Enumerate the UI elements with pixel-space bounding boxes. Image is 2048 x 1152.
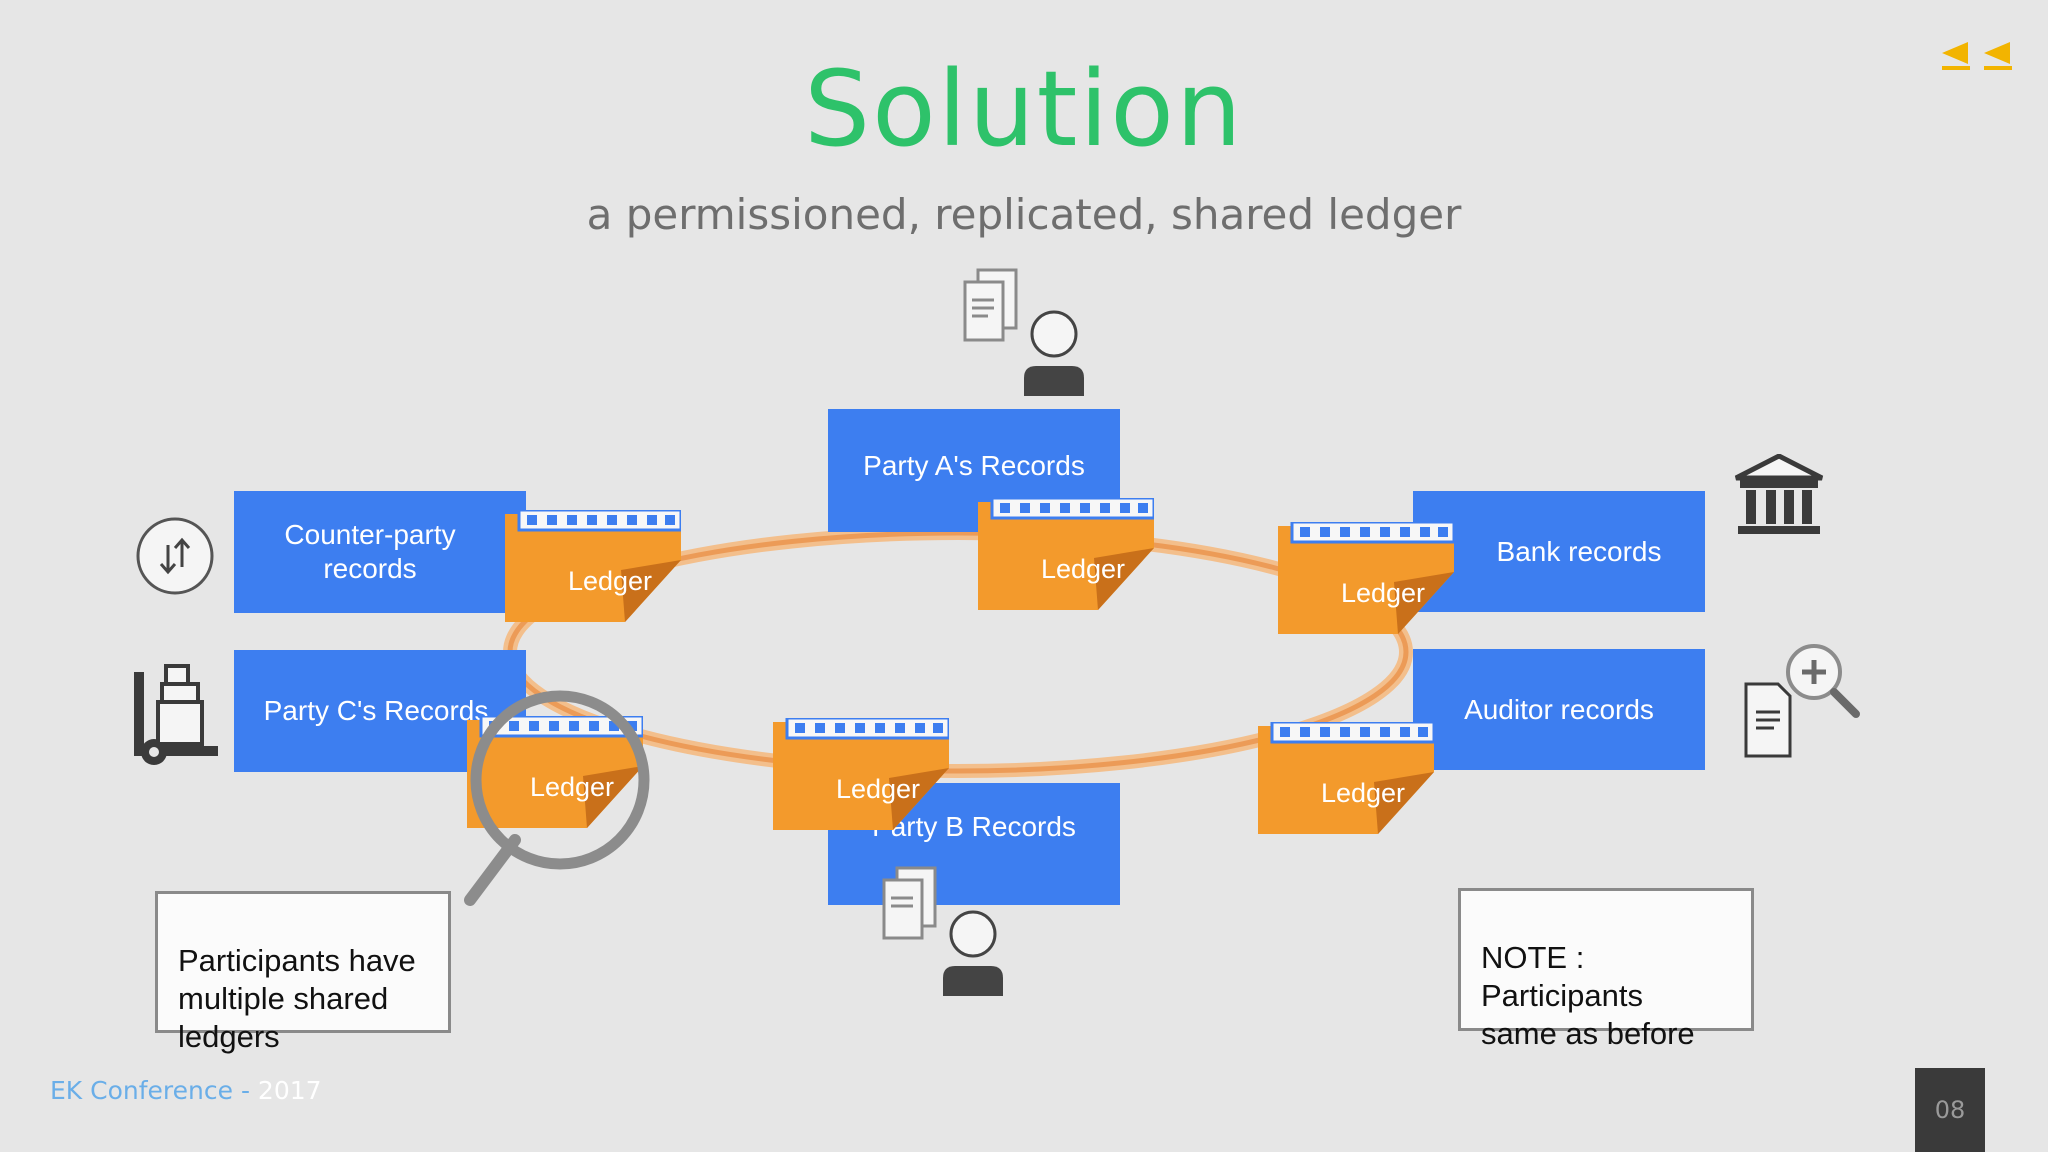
previous-arrow-icon[interactable]	[1938, 38, 1972, 72]
footer-separator: -	[233, 1076, 258, 1105]
note-shared-ledgers: Participants have multiple shared ledger…	[155, 891, 451, 1054]
footer-year: 2017	[257, 1076, 322, 1105]
ledger-auditor: Ledger	[1258, 722, 1434, 834]
ledger-bank: Ledger	[1278, 522, 1454, 634]
footer: EK Conference - 2017	[50, 1076, 322, 1105]
ledger-label: Ledger	[1340, 578, 1426, 608]
ledger-label: Ledger	[567, 566, 653, 596]
slide-subtitle: a permissioned, replicated, shared ledge…	[586, 190, 1462, 239]
bank-icon	[1734, 454, 1824, 534]
ledger-counterparty: Ledger	[505, 510, 681, 622]
party-a-records-label: Party A's Records	[863, 449, 1085, 481]
auditor-records-label: Auditor records	[1464, 693, 1654, 725]
magnifier-icon	[464, 690, 650, 906]
document-search-icon	[1744, 644, 1860, 758]
note-participants-text: NOTE : Participants same as before	[1481, 940, 1695, 1051]
person-icon	[943, 910, 1003, 996]
note-participants: NOTE : Participants same as before	[1458, 888, 1754, 1051]
ledger-label: Ledger	[529, 772, 615, 802]
auditor-records: Auditor records	[1413, 649, 1705, 770]
bank-records-label: Bank records	[1496, 535, 1662, 567]
footer-conference: EK Conference	[50, 1076, 233, 1105]
person-icon	[1024, 310, 1084, 396]
ledger-party-c: Ledger	[467, 716, 643, 828]
slide-nav	[1938, 38, 2014, 72]
counterparty-records-label: Counter-party records	[284, 519, 456, 584]
counterparty-records: Counter-party records	[234, 491, 526, 613]
ledger-party-b: Ledger	[773, 718, 949, 830]
bank-records: Bank records	[1413, 491, 1705, 612]
slide-title: Solution	[804, 48, 1244, 170]
ledger-label: Ledger	[1320, 778, 1406, 808]
ledger-label: Ledger	[835, 774, 921, 804]
hand-truck-icon	[134, 664, 218, 765]
page-number: 08	[1915, 1068, 1985, 1152]
documents-icon	[963, 268, 1018, 342]
party-b-records-label: Party B Records	[872, 811, 1076, 843]
documents-icon	[882, 866, 937, 940]
party-c-records-label: Party C's Records	[263, 695, 489, 727]
transfer-icon	[136, 517, 214, 595]
note-shared-ledgers-text: Participants have multiple shared ledger…	[178, 943, 416, 1054]
previous-arrow-icon[interactable]	[1980, 38, 2014, 72]
ledger-label: Ledger	[1040, 554, 1126, 584]
ledger-party-a: Ledger	[978, 498, 1154, 610]
